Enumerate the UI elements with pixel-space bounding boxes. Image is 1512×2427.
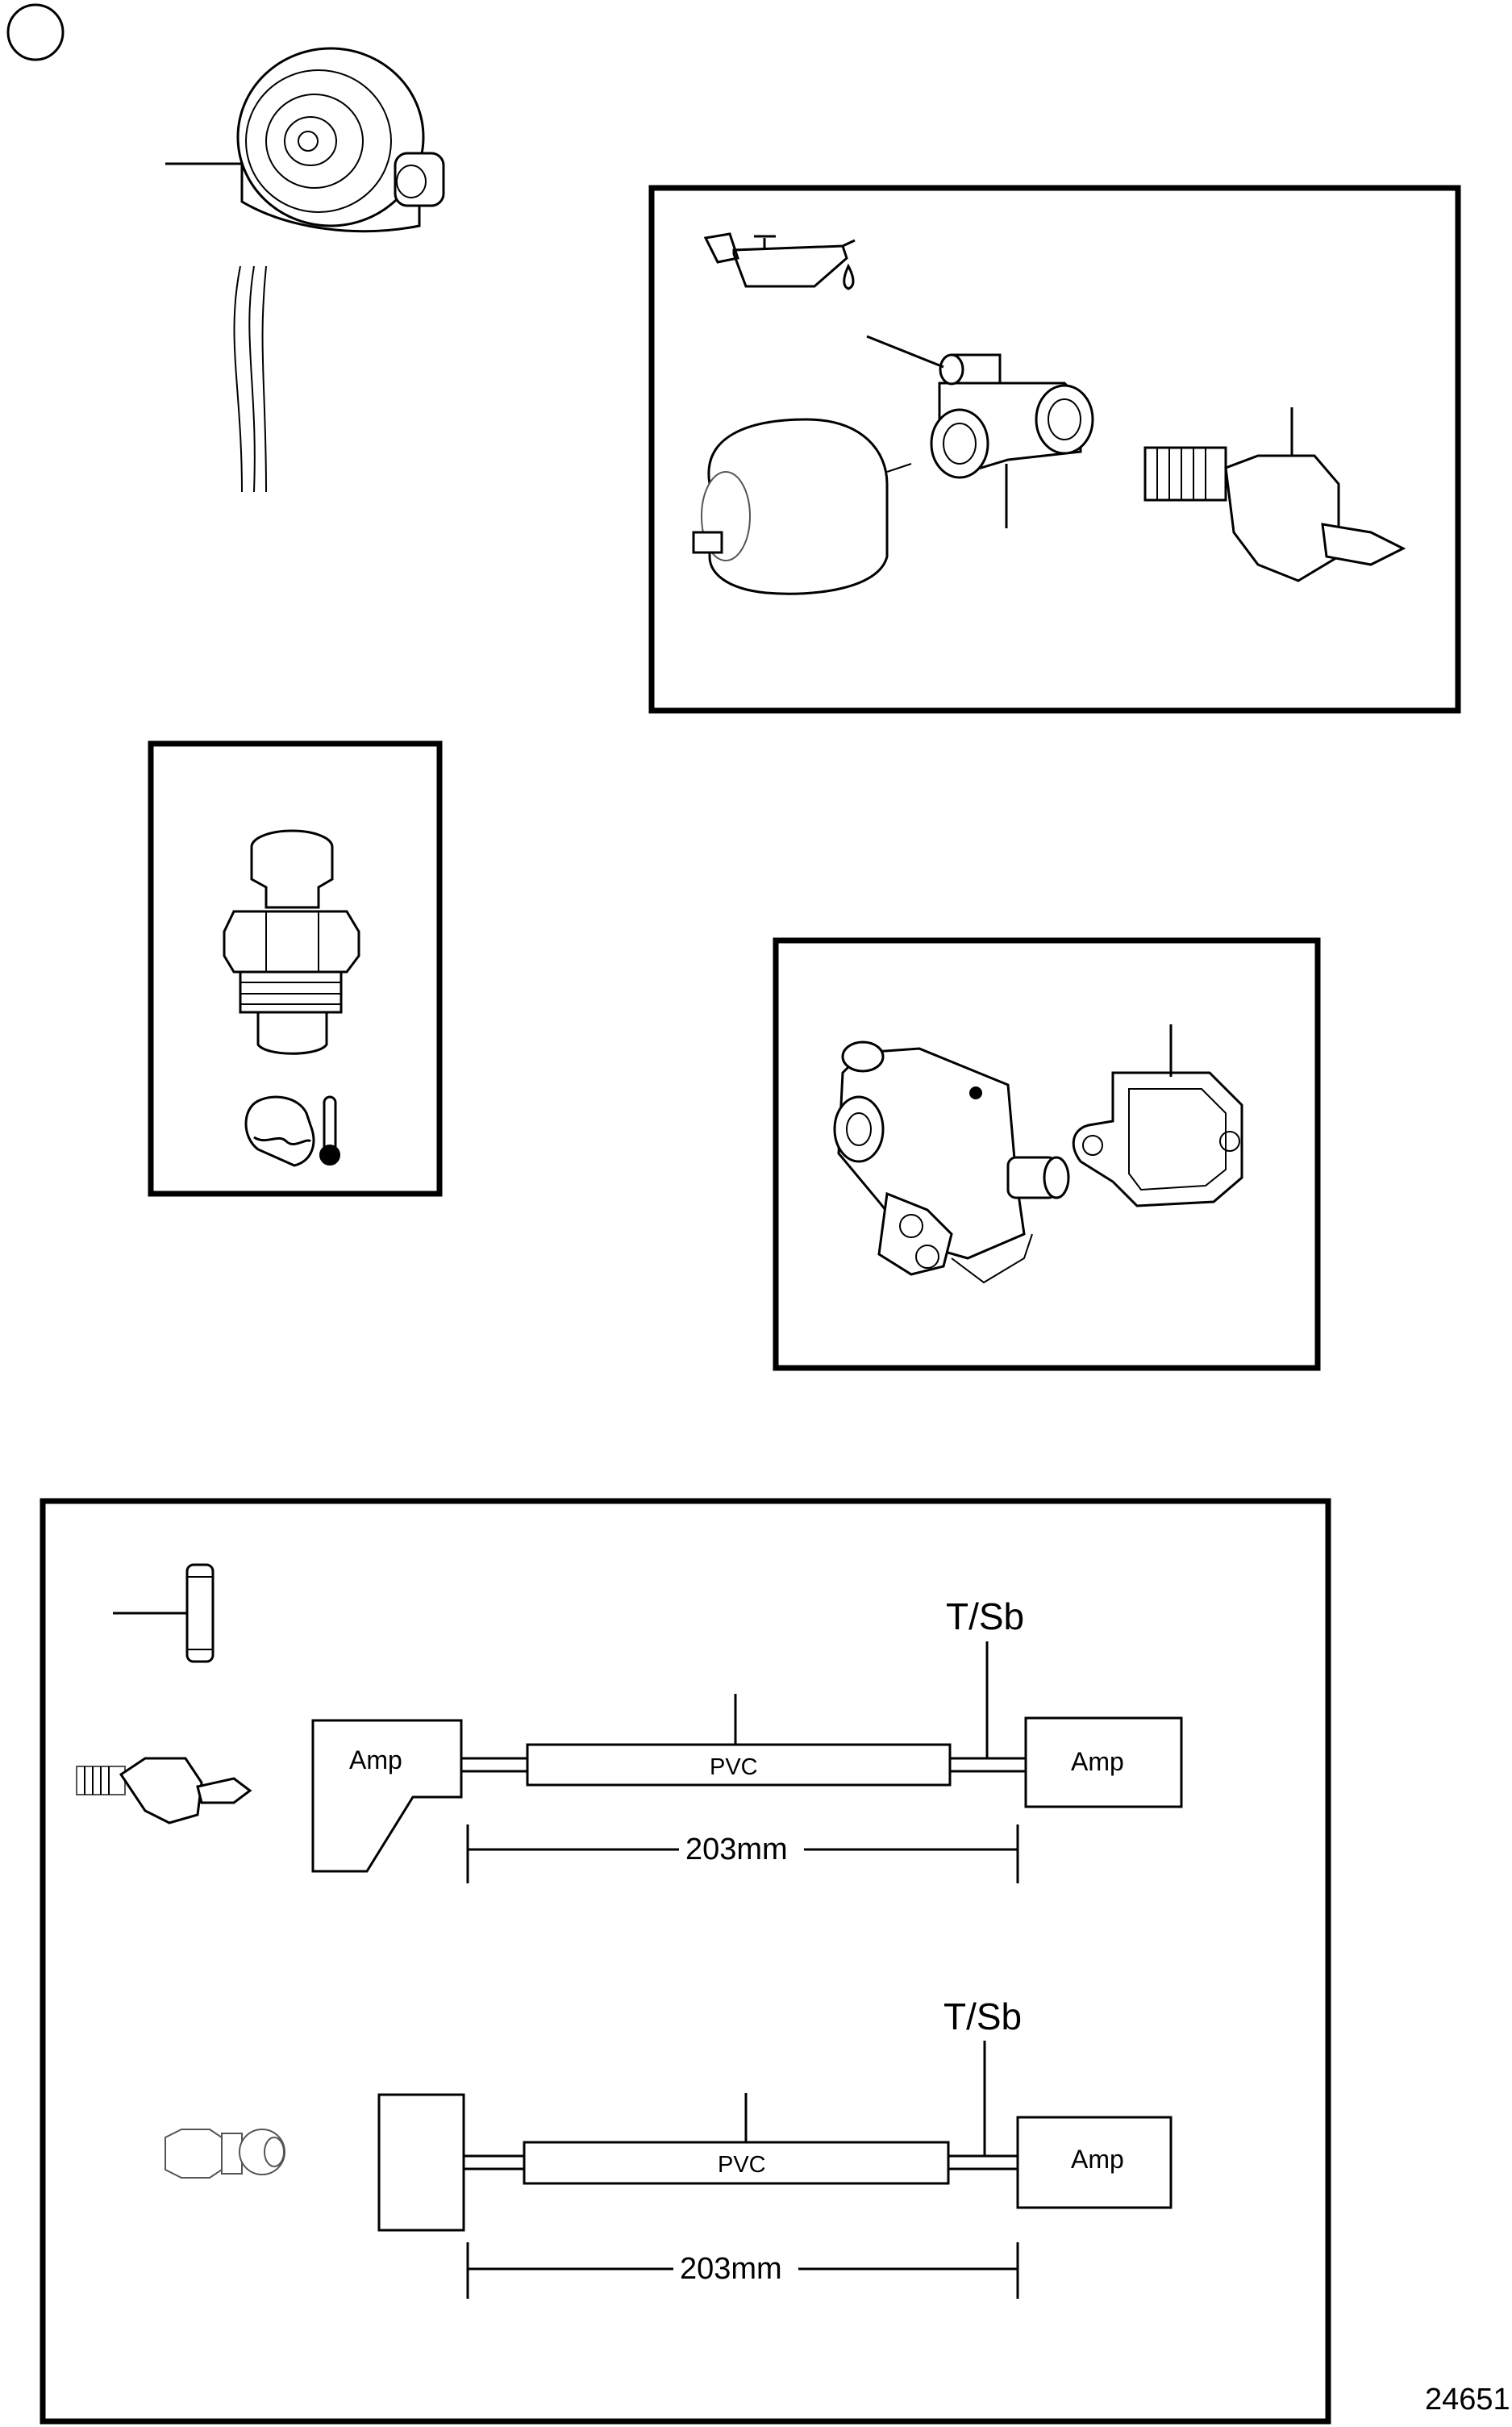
cable-b-diagram: PVC T/Sb Amp 203mm	[377, 1995, 1173, 2299]
cable-b-left-connector	[377, 2093, 465, 2232]
temperature-sender-part	[223, 829, 360, 1055]
valve-housing-part	[833, 1040, 1070, 1284]
cable-a-tap-label: T/Sb	[946, 1595, 1024, 1637]
diagram-id: 24651	[1425, 2383, 1510, 2417]
cable-a-right-label: Amp	[1071, 1747, 1124, 1776]
oil-can-icon	[703, 232, 856, 290]
cable-b-pvc-sleeve	[523, 2141, 950, 2185]
cable-a-sleeve-label: PVC	[710, 1754, 758, 1780]
cable-a-left-connector	[311, 1719, 463, 1873]
knock-sensor-part	[165, 47, 445, 493]
t-fitting-leader-top	[866, 335, 944, 369]
cable-b-length-label: 203mm	[680, 2252, 782, 2286]
cable-a-right-connector	[1024, 1716, 1183, 1808]
cable-b-tap-label: T/Sb	[943, 1995, 1022, 2037]
gasket-part	[1072, 1071, 1243, 1207]
cable-b-right-label: Amp	[1071, 2145, 1124, 2174]
coolant-temperature-icon	[244, 1095, 340, 1167]
cable-a-length-label: 203mm	[685, 1833, 788, 1866]
cable-a-pvc-sleeve	[526, 1743, 952, 1787]
corner-marker-circle	[6, 3, 65, 61]
cable-b-sender-icon	[165, 2129, 285, 2179]
cable-a-left-label: Amp	[349, 1745, 402, 1774]
oil-t-fitting	[930, 353, 1094, 479]
cable-b-right-connector	[1016, 2116, 1173, 2209]
cable-b-sleeve-label: PVC	[718, 2152, 766, 2178]
fuse-part	[113, 1563, 215, 1663]
cable-a-diagram: Amp PVC T/Sb Amp 203mm	[311, 1595, 1183, 1883]
cable-assembly-box	[40, 1498, 1331, 2425]
oil-pressure-gauge-sender	[692, 418, 912, 595]
cable-a-switch-icon	[76, 1757, 252, 1824]
oil-pressure-switch	[1143, 446, 1406, 582]
